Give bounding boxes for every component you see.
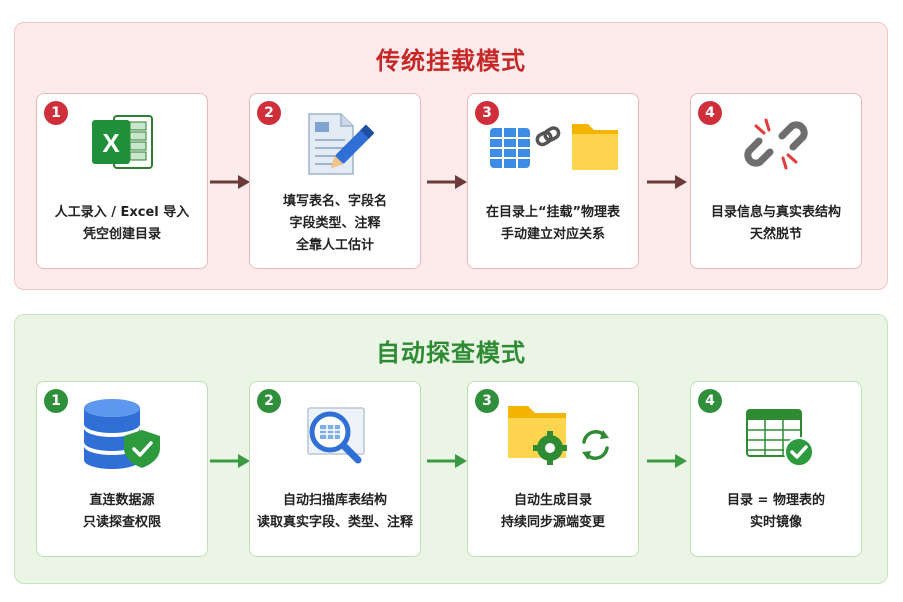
traditional-mode-title: 传统挂载模式 xyxy=(376,47,526,75)
traditional-step-4-card: 4 目录信息与真实表结构 天然脱节 xyxy=(690,93,862,269)
traditional-step-3-text: 在目录上“挂载”物理表 手动建立对应关系 xyxy=(485,205,621,242)
auto-step-2-text: 自动扫描库表结构 读取真实字段、类型、注释 xyxy=(256,493,413,530)
step-badge: 1 xyxy=(44,101,68,125)
auto-mode-title: 自动探查模式 xyxy=(376,339,526,367)
flow-arrow xyxy=(427,454,467,468)
scan-magnifier-icon xyxy=(250,394,420,474)
auto-mode-panel: 自动探查模式 1 直连数据源 只读探查权限 2 xyxy=(14,314,888,584)
flow-arrow xyxy=(647,175,687,189)
document-pencil-icon xyxy=(250,106,420,186)
table-check-icon xyxy=(691,394,861,474)
traditional-step-4-text: 目录信息与真实表结构 天然脱节 xyxy=(710,205,841,242)
flow-arrow xyxy=(210,175,250,189)
step-badge: 1 xyxy=(44,389,68,413)
traditional-step-1-text: 人工录入 / Excel 导入 凭空创建目录 xyxy=(54,205,190,242)
step-badge: 3 xyxy=(475,101,499,125)
flow-arrow xyxy=(647,454,687,468)
auto-step-4-text: 目录 = 物理表的 实时镜像 xyxy=(727,493,825,530)
database-shield-icon xyxy=(37,394,207,474)
auto-step-3-card: 3 xyxy=(467,381,639,557)
traditional-step-2-text: 填写表名、字段名 字段类型、注释 全靠人工估计 xyxy=(282,194,387,253)
auto-step-2-card: 2 自动扫描库表结构 读取真实字段、类型、注释 xyxy=(249,381,421,557)
auto-step-1-card: 1 直连数据源 只读探查权限 xyxy=(36,381,208,557)
auto-step-4-card: 4 目录 = 物理表的 实时镜像 xyxy=(690,381,862,557)
step-badge: 3 xyxy=(475,389,499,413)
step-badge: 4 xyxy=(698,389,722,413)
table-link-folder-icon xyxy=(468,106,638,186)
traditional-step-1-card: 1 X 人工录入 / Excel 导入 凭空创建目录 xyxy=(36,93,208,269)
traditional-step-3-card: 3 在目录上“挂载”物理表 手动建立对应关系 xyxy=(467,93,639,269)
traditional-mode-panel: 传统挂载模式 1 X 人工录入 / Excel 导入 凭空创建目录 2 xyxy=(14,22,888,290)
step-badge: 2 xyxy=(257,101,281,125)
folder-gear-sync-icon xyxy=(468,394,638,474)
excel-icon: X xyxy=(37,106,207,186)
traditional-step-2-card: 2 填写表名、字段名 字段类型、注释 全靠人工估计 xyxy=(249,93,421,269)
auto-step-1-text: 直连数据源 只读探查权限 xyxy=(82,493,161,530)
auto-step-3-text: 自动生成目录 持续同步源端变更 xyxy=(500,493,605,530)
step-badge: 2 xyxy=(257,389,281,413)
flow-arrow xyxy=(210,454,250,468)
step-badge: 4 xyxy=(698,101,722,125)
flow-arrow xyxy=(427,175,467,189)
excel-letter: X xyxy=(102,128,120,158)
broken-link-icon xyxy=(691,106,861,186)
